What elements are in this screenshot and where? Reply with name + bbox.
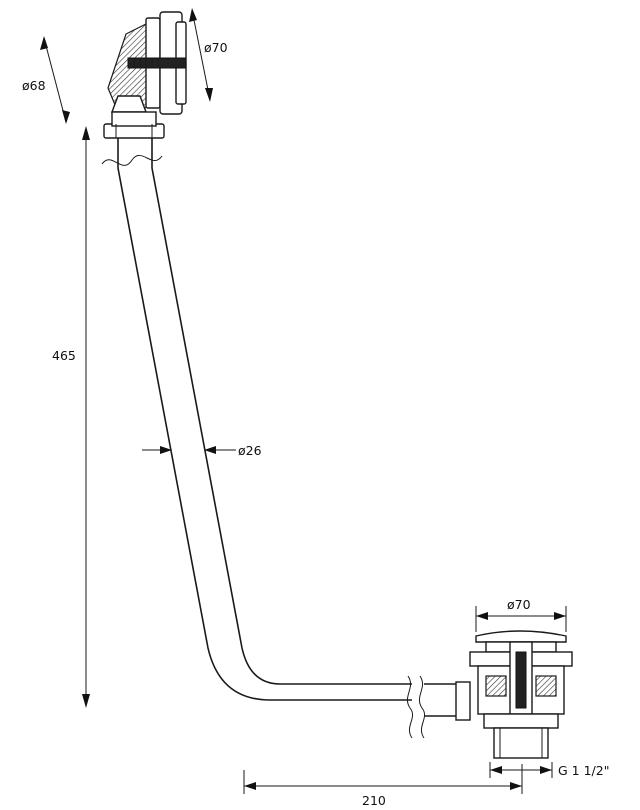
label-overflow-diameter: ø68 [22,78,46,93]
dim-horizontal-length: 210 [243,764,523,808]
pipe-break-bottom-1 [406,675,414,739]
label-horizontal-length: 210 [362,793,386,808]
dim-waste-cap-diameter: ø70 [475,597,567,632]
connector-pipe [424,681,471,721]
dim-height: 465 [52,126,90,708]
dim-overflow-cap-diameter: ø70 [189,8,228,102]
label-overflow-cap-diameter: ø70 [204,40,228,55]
waste-body [469,630,573,759]
pipe-break-top [101,154,163,166]
label-height: 465 [52,348,76,363]
overflow-head [103,11,187,139]
pipe-break-bottom-2 [418,675,426,739]
dim-thread: G 1 1/2" [489,762,609,778]
label-pipe-diameter: ø26 [238,443,262,458]
dim-overflow-diameter: ø68 [22,36,70,124]
label-thread: G 1 1/2" [558,763,609,778]
label-waste-cap-diameter: ø70 [507,597,531,612]
overflow-pipe [117,138,412,701]
dim-pipe-diameter: ø26 [142,443,262,458]
